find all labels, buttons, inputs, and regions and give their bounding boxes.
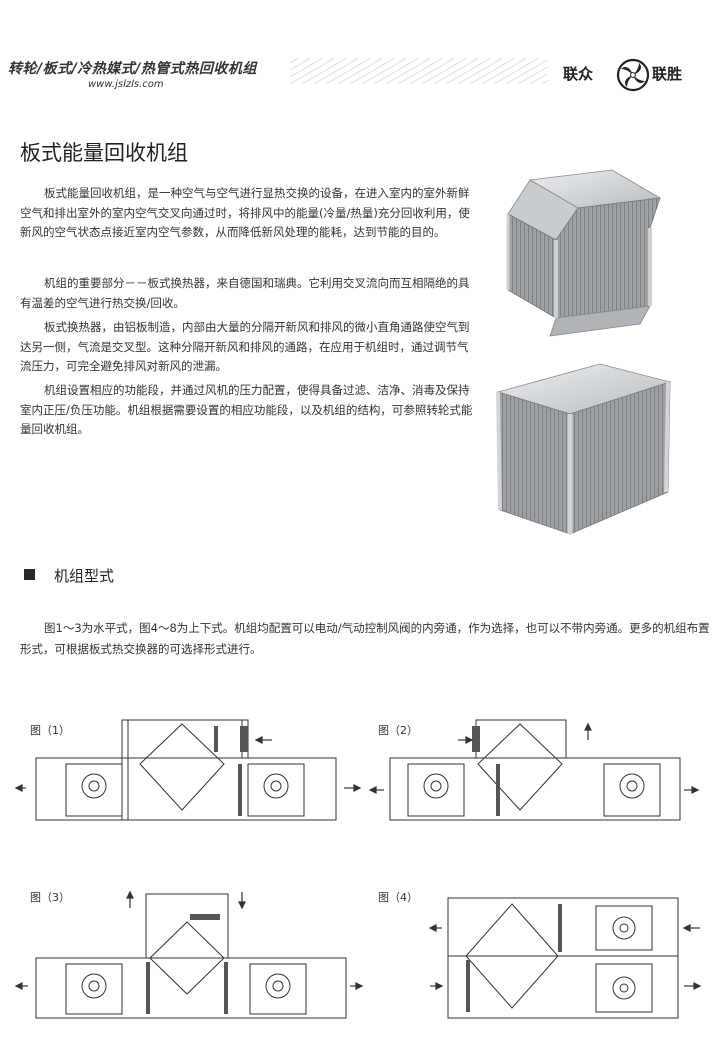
page-title: 板式能量回收机组 [20, 141, 188, 165]
paragraph-exchanger: 板式换热器，由铝板制造，内部由大量的分隔开新风和排风的微小直角通路使空气到达另一… [20, 320, 470, 373]
header-stripe [0, 50, 720, 90]
figure-3-label: 图（3） [30, 891, 70, 904]
brand-name-right: 联胜 [652, 65, 683, 83]
website-link[interactable]: www.jslzls.com [88, 79, 164, 90]
section-title: 机组型式 [54, 567, 115, 585]
figure-3-diagram [14, 890, 364, 1019]
figure-4-diagram [428, 897, 702, 1019]
section-marker-square [24, 569, 35, 580]
figure-2-label: 图（2） [378, 724, 418, 737]
figure-2-diagram [368, 719, 700, 821]
paragraph-function: 机组设置相应的功能段，并通过风机的压力配置，使得具备过滤、洁净、消毒及保持室内正… [20, 383, 473, 436]
paragraph-core-part: 机组的重要部分－－板式换热器，来自德国和瑞典。它利用交叉流向而互相隔绝的具有温差… [20, 276, 470, 310]
square-exchanger-photo [496, 363, 672, 535]
brand-name-left: 联众 [563, 65, 594, 83]
figure-1-label: 图（1） [30, 724, 70, 737]
figure-4-label: 图（4） [378, 891, 418, 904]
series-title: 转轮/板式/冷热媒式/热管式热回收机组 [8, 61, 257, 77]
paragraph-intro: 板式能量回收机组，是一种空气与空气进行显热交换的设备，在进入室内的室外新鲜空气和… [20, 186, 470, 239]
section-intro: 图1～3为水平式，图4～8为上下式。机组均配置可以电动/气动控制风阀的内旁通，作… [20, 621, 710, 656]
fan-swirl-logo-icon [616, 58, 650, 92]
hexagonal-exchanger-photo [506, 169, 662, 337]
figure-1-diagram [14, 719, 362, 821]
